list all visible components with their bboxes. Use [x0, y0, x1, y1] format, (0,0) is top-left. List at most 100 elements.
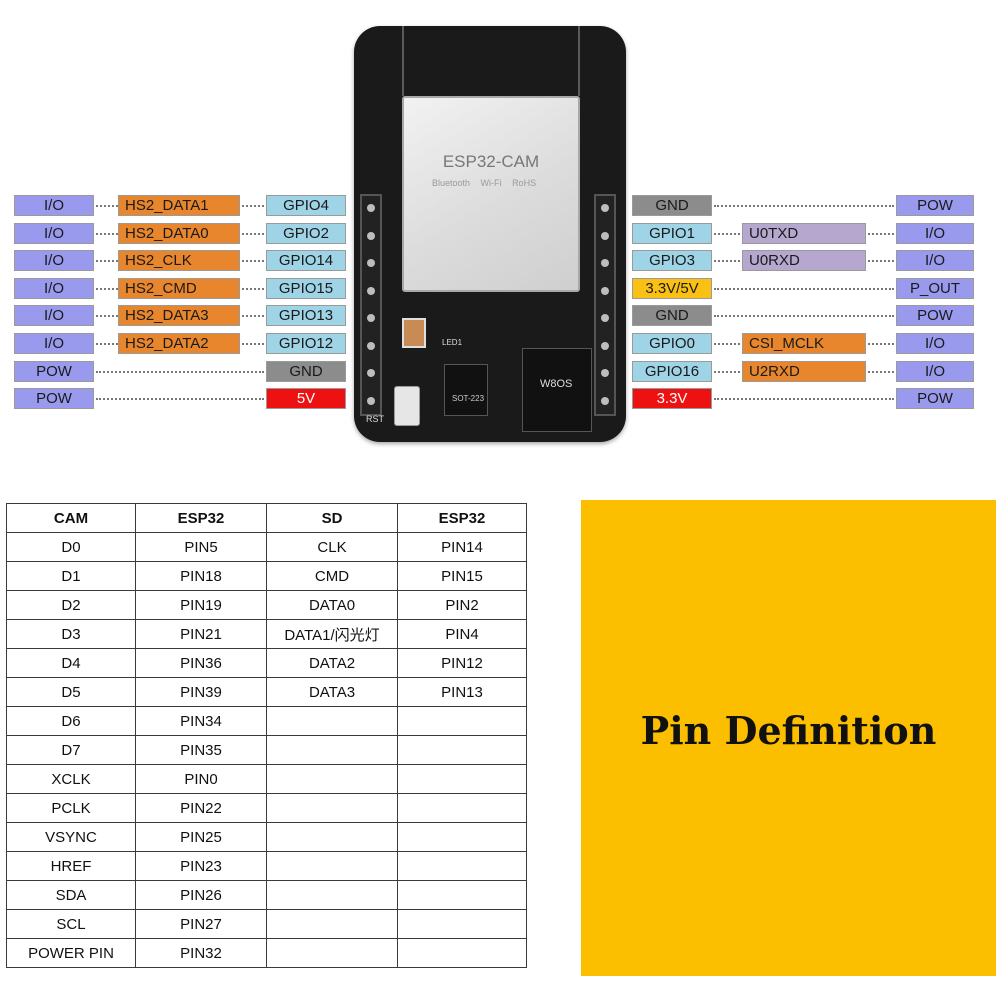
table-cell: PIN15 — [397, 561, 527, 591]
table-cell — [397, 880, 527, 910]
table-cell: PIN39 — [135, 677, 267, 707]
pin-leader-line — [96, 205, 118, 207]
table-cell — [397, 938, 527, 968]
pin-leader-line — [868, 260, 894, 263]
regulator-label: SOT-223 — [452, 394, 485, 403]
header-pin-hole — [367, 369, 375, 377]
header-pin-hole — [601, 231, 609, 240]
regulator-chip — [444, 364, 488, 416]
table-cell — [397, 735, 527, 765]
pin-leader-line — [242, 315, 264, 318]
pin-leader-line — [96, 260, 118, 263]
right-pin-name: GPIO1 — [632, 222, 712, 244]
table-cell: PIN21 — [135, 619, 267, 649]
pin-leader-line — [714, 232, 740, 235]
header-pin-hole — [601, 396, 609, 405]
pin-leader-line — [868, 370, 894, 373]
table-cell: PCLK — [6, 793, 136, 823]
pin-leader-line — [96, 315, 118, 318]
right-pin-type: I/O — [896, 360, 974, 382]
pin-leader-line — [714, 370, 740, 373]
table-cell — [397, 851, 527, 881]
bluetooth-badge: Bluetooth — [432, 178, 471, 188]
header-pin-hole — [367, 231, 375, 240]
right-pin-type: POW — [896, 195, 974, 216]
table-cell: PIN0 — [135, 764, 267, 794]
table-cell: D2 — [6, 590, 136, 620]
flash-chip-label: W8OS — [540, 378, 573, 390]
right-pin-name: GND — [632, 305, 712, 327]
pin-leader-line — [242, 343, 264, 345]
header-pin-hole — [367, 259, 375, 267]
left-pin-type: I/O — [14, 222, 94, 244]
table-cell — [266, 822, 398, 852]
table-cell — [266, 793, 398, 823]
left-pin-type: I/O — [14, 305, 94, 327]
table-cell: D7 — [6, 735, 136, 765]
table-cell: CMD — [266, 561, 398, 591]
left-pin-type: POW — [14, 360, 94, 382]
table-cell: D4 — [6, 648, 136, 678]
pin-leader-line — [96, 398, 264, 401]
reset-label: RST — [366, 414, 384, 424]
table-cell: HREF — [6, 851, 136, 881]
table-cell: VSYNC — [6, 822, 136, 852]
rohs-badge: RoHS — [512, 178, 537, 188]
right-pin-type: I/O — [896, 333, 974, 354]
table-cell: XCLK — [6, 764, 136, 794]
pin-leader-line — [242, 260, 264, 263]
left-pin-type: POW — [14, 388, 94, 410]
smd-capacitor — [402, 318, 426, 348]
pin-leader-line — [96, 343, 118, 345]
right-pin-function: U0RXD — [742, 250, 866, 272]
pin-leader-line — [242, 287, 264, 290]
right-pin-name: GPIO16 — [632, 360, 712, 382]
left-pin-function: HS2_DATA0 — [118, 222, 240, 244]
table-header-row: CAM ESP32 SD ESP32 — [6, 503, 527, 533]
left-pin-gpio: GPIO2 — [266, 222, 346, 244]
table-cell — [266, 851, 398, 881]
table-cell: SDA — [6, 880, 136, 910]
left-pin-function: HS2_DATA2 — [118, 333, 240, 354]
pin-leader-line — [868, 343, 894, 345]
pin-leader-line — [714, 343, 740, 345]
table-cell: D6 — [6, 706, 136, 736]
header-sd: SD — [266, 503, 398, 533]
table-cell: PIN12 — [397, 648, 527, 678]
left-pin-function: HS2_DATA1 — [118, 195, 240, 216]
led-label: LED1 — [442, 338, 463, 347]
table-cell: PIN22 — [135, 793, 267, 823]
right-pin-type: I/O — [896, 250, 974, 272]
header-pin-hole — [601, 314, 609, 322]
table-cell: DATA1/闪光灯 — [266, 619, 398, 649]
left-pin-type: I/O — [14, 195, 94, 216]
pcb-antenna — [402, 26, 580, 96]
table-cell: DATA3 — [266, 677, 398, 707]
table-cell — [397, 909, 527, 939]
left-pin-gpio: GPIO13 — [266, 305, 346, 327]
table-cell: PIN32 — [135, 938, 267, 968]
table-cell: PIN18 — [135, 561, 267, 591]
right-pin-name: 3.3V — [632, 388, 712, 410]
header-pin-hole — [601, 369, 609, 377]
table-cell: CLK — [266, 532, 398, 562]
table-cell: PIN13 — [397, 677, 527, 707]
table-cell: PIN19 — [135, 590, 267, 620]
pin-leader-line — [96, 287, 118, 290]
header-esp32-sd: ESP32 — [397, 503, 527, 533]
reset-button[interactable] — [394, 386, 420, 426]
header-pin-hole — [601, 204, 609, 212]
right-pin-type: I/O — [896, 222, 974, 244]
pin-leader-line — [714, 398, 894, 401]
module-shield: ESP32-CAM Bluetooth Wi-Fi RoHS — [402, 96, 580, 292]
